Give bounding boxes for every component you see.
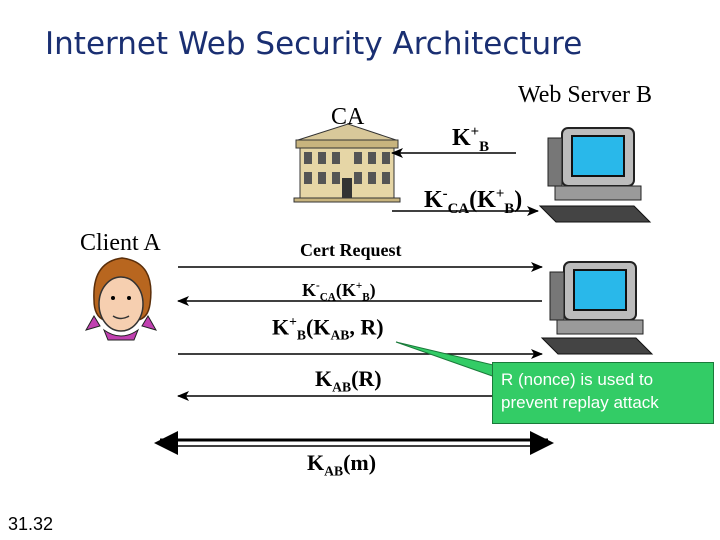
kab-m-double-arrow: [154, 431, 554, 455]
computer-icon: [538, 127, 652, 223]
cert-response-label: K-CA(K+B): [302, 280, 376, 304]
cert-label: K-CA(K+B): [424, 186, 523, 217]
slide-number: 31.32: [8, 514, 54, 534]
kab-m-label: KAB(m): [307, 450, 377, 479]
kb-kab-r-label: K+B(KAB, R): [272, 314, 384, 343]
computer-icon: [540, 261, 654, 355]
slide-title: Internet Web Security Architecture: [45, 26, 583, 62]
callout-pointer: [395, 341, 507, 379]
web-server-label: Web Server B: [518, 82, 653, 108]
kab-r-label: KAB(R): [315, 366, 382, 395]
client-label: Client A: [80, 230, 161, 256]
cert-request-label: Cert Request: [300, 240, 402, 260]
building-icon: [293, 123, 401, 203]
kb-label: K+B: [452, 124, 490, 155]
woman-icon: [84, 257, 158, 341]
nonce-callout: R (nonce) is used to prevent replay atta…: [492, 362, 714, 424]
